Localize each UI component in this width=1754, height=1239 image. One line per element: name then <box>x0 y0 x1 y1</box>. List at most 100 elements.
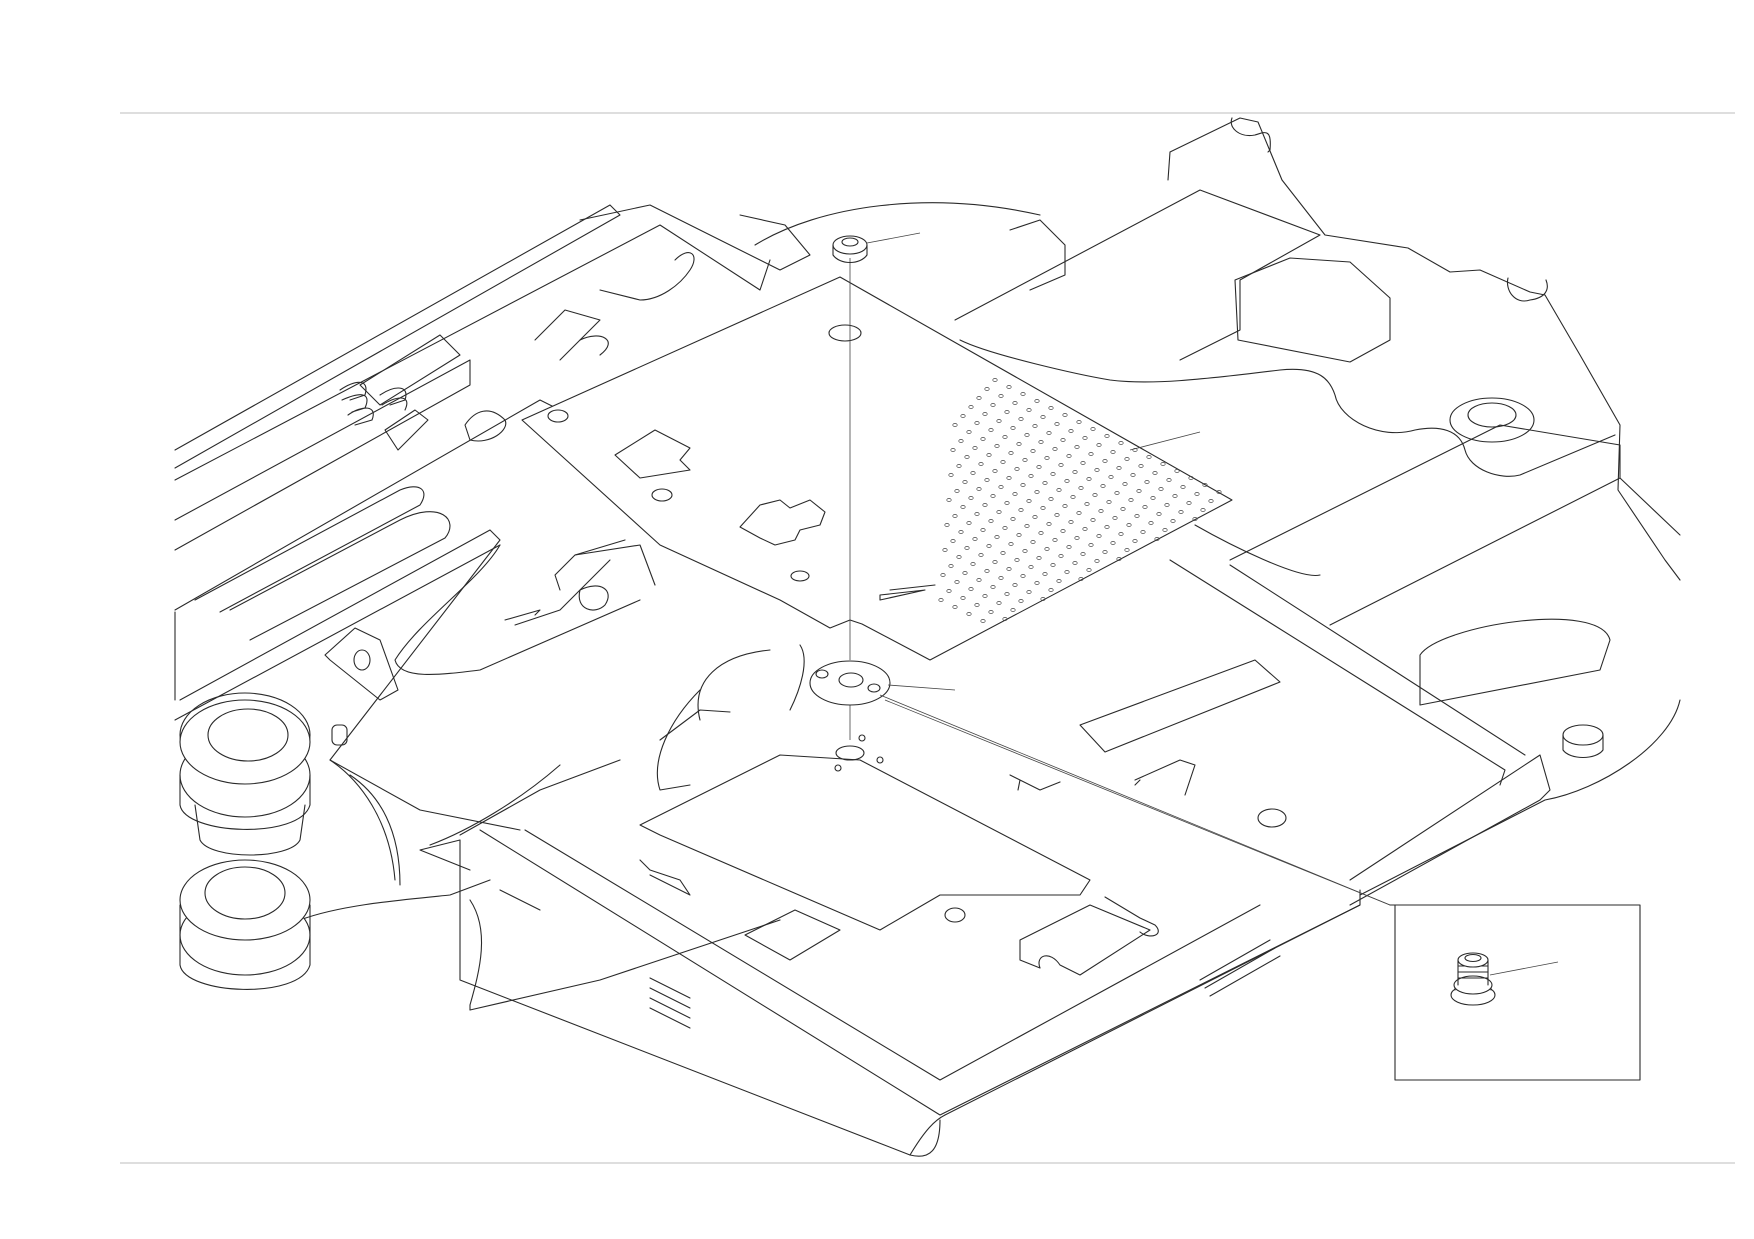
pcb-hole <box>1064 570 1070 574</box>
pcb-hole <box>952 423 958 427</box>
pcb-hole <box>1008 451 1014 455</box>
pcb-hole <box>1142 505 1148 509</box>
pcb-hole <box>976 578 982 582</box>
pcb-hole <box>1160 462 1166 466</box>
disc-opening <box>504 539 1061 791</box>
pcb-hole <box>1022 458 1028 462</box>
pcb-hole <box>1078 577 1084 581</box>
pcb-hole <box>1040 415 1046 419</box>
pcb-hole <box>1118 532 1124 536</box>
pcb-hole <box>1018 508 1024 512</box>
pcb-hole <box>1096 534 1102 538</box>
pcb-hole <box>972 537 978 541</box>
pcb-hole <box>970 562 976 566</box>
pcb-hole <box>1034 490 1040 494</box>
pcb-hole <box>998 394 1004 398</box>
pcb-hole <box>1154 537 1160 541</box>
pcb-hole <box>1036 465 1042 469</box>
pcb-hole <box>980 437 986 441</box>
pcb-hole <box>1030 540 1036 544</box>
pcb-hole <box>1040 597 1046 601</box>
pcb-hole <box>1056 488 1062 492</box>
pcb-hole <box>948 564 954 568</box>
pcb-hole <box>1006 385 1012 389</box>
pcb-hole <box>1054 422 1060 426</box>
pcb-hole <box>1056 579 1062 583</box>
pcb-hole <box>1038 531 1044 535</box>
pcb-hole <box>1064 479 1070 483</box>
pcb-hole <box>992 560 998 564</box>
pcb-hole <box>970 471 976 475</box>
pcb-hole <box>1118 441 1124 445</box>
pcb-hole <box>1002 435 1008 439</box>
pcb-hole <box>968 587 974 591</box>
pcb-hole <box>1156 512 1162 516</box>
pcb-hole <box>990 585 996 589</box>
pcb-hole <box>982 503 988 507</box>
pcb-hole <box>1106 500 1112 504</box>
pcb-hole <box>1024 524 1030 528</box>
pcb-hole <box>988 519 994 523</box>
pcb-hole <box>982 594 988 598</box>
pcb-hole <box>984 387 990 391</box>
pcb-hole <box>1050 563 1056 567</box>
pcb-hole <box>1000 551 1006 555</box>
pcb-hole <box>1012 583 1018 587</box>
pcb-hole <box>976 487 982 491</box>
pcb-hole <box>1032 515 1038 519</box>
pcb-hole <box>958 439 964 443</box>
pcb-hole <box>974 603 980 607</box>
pcb-hole <box>1044 547 1050 551</box>
pcb-hole <box>1110 541 1116 545</box>
pcb-hole <box>952 514 958 518</box>
pcb-hole <box>960 414 966 418</box>
pcb-hole <box>1058 463 1064 467</box>
pcb-hole <box>1020 574 1026 578</box>
pcb-hole <box>1030 449 1036 453</box>
pcb-hole <box>1132 539 1138 543</box>
pcb-hole <box>1138 464 1144 468</box>
pcb-hole <box>1026 499 1032 503</box>
pcb-hole <box>1178 510 1184 514</box>
pcb-hole <box>994 444 1000 448</box>
pcb-hole <box>1110 450 1116 454</box>
pcb-hole <box>1010 517 1016 521</box>
pcb-hole <box>1006 567 1012 571</box>
pcb-hole <box>1078 486 1084 490</box>
pcb-hole <box>1162 528 1168 532</box>
pcb-hole <box>1060 438 1066 442</box>
pcb-hole <box>1032 424 1038 428</box>
page-frame <box>120 112 1735 1164</box>
pcb-hole <box>1052 447 1058 451</box>
pcb-hole <box>1022 549 1028 553</box>
pcb-hole <box>1042 481 1048 485</box>
pcb-hole <box>1092 493 1098 497</box>
pcb-hole <box>940 573 946 577</box>
pcb-hole <box>1216 490 1222 494</box>
pcb-hole <box>998 485 1004 489</box>
pcb-hole <box>1100 484 1106 488</box>
pcb-hole <box>1070 495 1076 499</box>
pcb-hole <box>1164 503 1170 507</box>
pcb-hole <box>1094 468 1100 472</box>
chassis-base <box>754 117 1681 906</box>
pcb-hole <box>1058 554 1064 558</box>
pcb-hole <box>1200 508 1206 512</box>
leader-lines <box>879 431 1391 906</box>
pcb-hole <box>978 462 984 466</box>
pcb-hole <box>1124 457 1130 461</box>
pcb-hole <box>974 421 980 425</box>
pcb-hole <box>1072 561 1078 565</box>
pcb-hole <box>1040 506 1046 510</box>
pcb-hole <box>1090 427 1096 431</box>
pcb-hole <box>1098 509 1104 513</box>
pcb-hole <box>972 446 978 450</box>
pcb-hole <box>1180 485 1186 489</box>
pcb-hole <box>1208 499 1214 503</box>
pcb-hole <box>958 530 964 534</box>
pcb-hole <box>960 596 966 600</box>
pcb-hole <box>1000 460 1006 464</box>
pcb-hole <box>1120 507 1126 511</box>
pcb-hole <box>938 598 944 602</box>
